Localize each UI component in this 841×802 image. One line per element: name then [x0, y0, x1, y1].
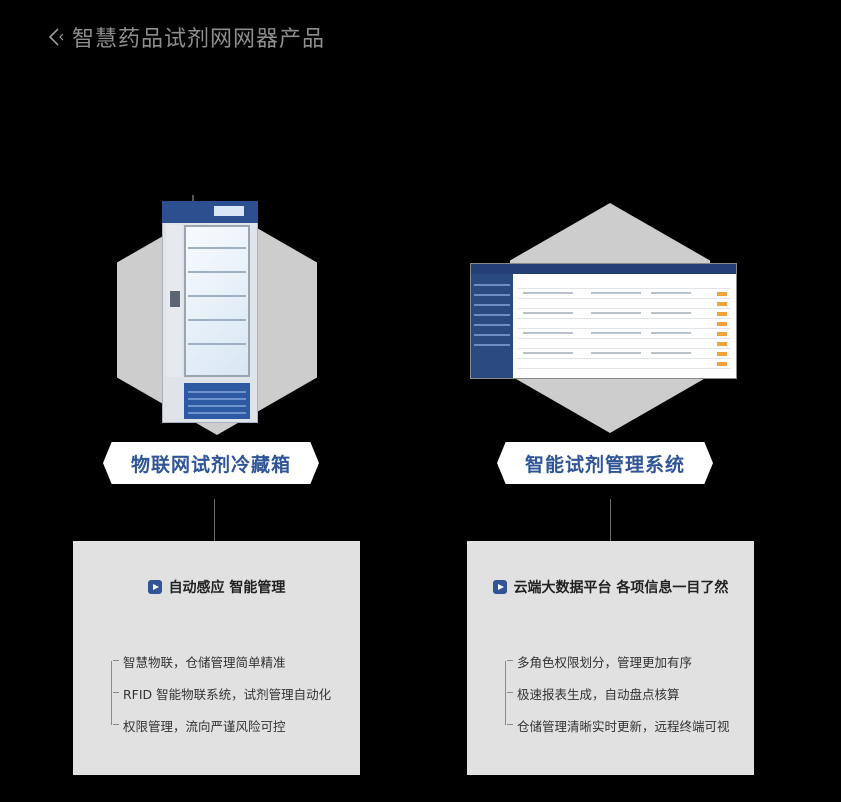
- feature-card-title: 云端大数据平台 各项信息一目了然: [467, 577, 754, 597]
- feature-card-title: 自动感应 智能管理: [73, 577, 360, 597]
- management-system-screenshot: [471, 264, 736, 378]
- reagent-fridge-image: [162, 195, 258, 423]
- connector-line: [610, 499, 611, 541]
- feature-list-line: [505, 661, 506, 725]
- feature-item: 权限管理，流向严谨风险可控: [113, 716, 286, 734]
- page-title: 智慧药品试剂网网器产品: [72, 27, 326, 52]
- play-icon: [492, 580, 507, 594]
- feature-item: 多角色权限划分，管理更加有序: [507, 652, 692, 670]
- feature-card-system: 云端大数据平台 各项信息一目了然 多角色权限划分，管理更加有序 极速报表生成，自…: [467, 541, 754, 775]
- product-label-system: 智能试剂管理系统: [497, 442, 713, 484]
- feature-item: 智慧物联，仓储管理简单精准: [113, 652, 286, 670]
- feature-item: 仓储管理清晰实时更新，远程终端可视: [507, 716, 730, 734]
- product-label-fridge: 物联网试剂冷藏箱: [103, 442, 319, 484]
- feature-card-fridge: 自动感应 智能管理 智慧物联，仓储管理简单精准 RFID 智能物联系统，试剂管理…: [73, 541, 360, 775]
- connector-line: [214, 499, 215, 541]
- feature-item: RFID 智能物联系统，试剂管理自动化: [113, 684, 331, 702]
- feature-list-line: [111, 661, 112, 725]
- feature-item: 极速报表生成，自动盘点核算: [507, 684, 680, 702]
- page-header: 智慧药品试剂网网器产品: [44, 20, 325, 54]
- chevron-left-icon[interactable]: [44, 25, 68, 49]
- play-icon: [147, 580, 162, 594]
